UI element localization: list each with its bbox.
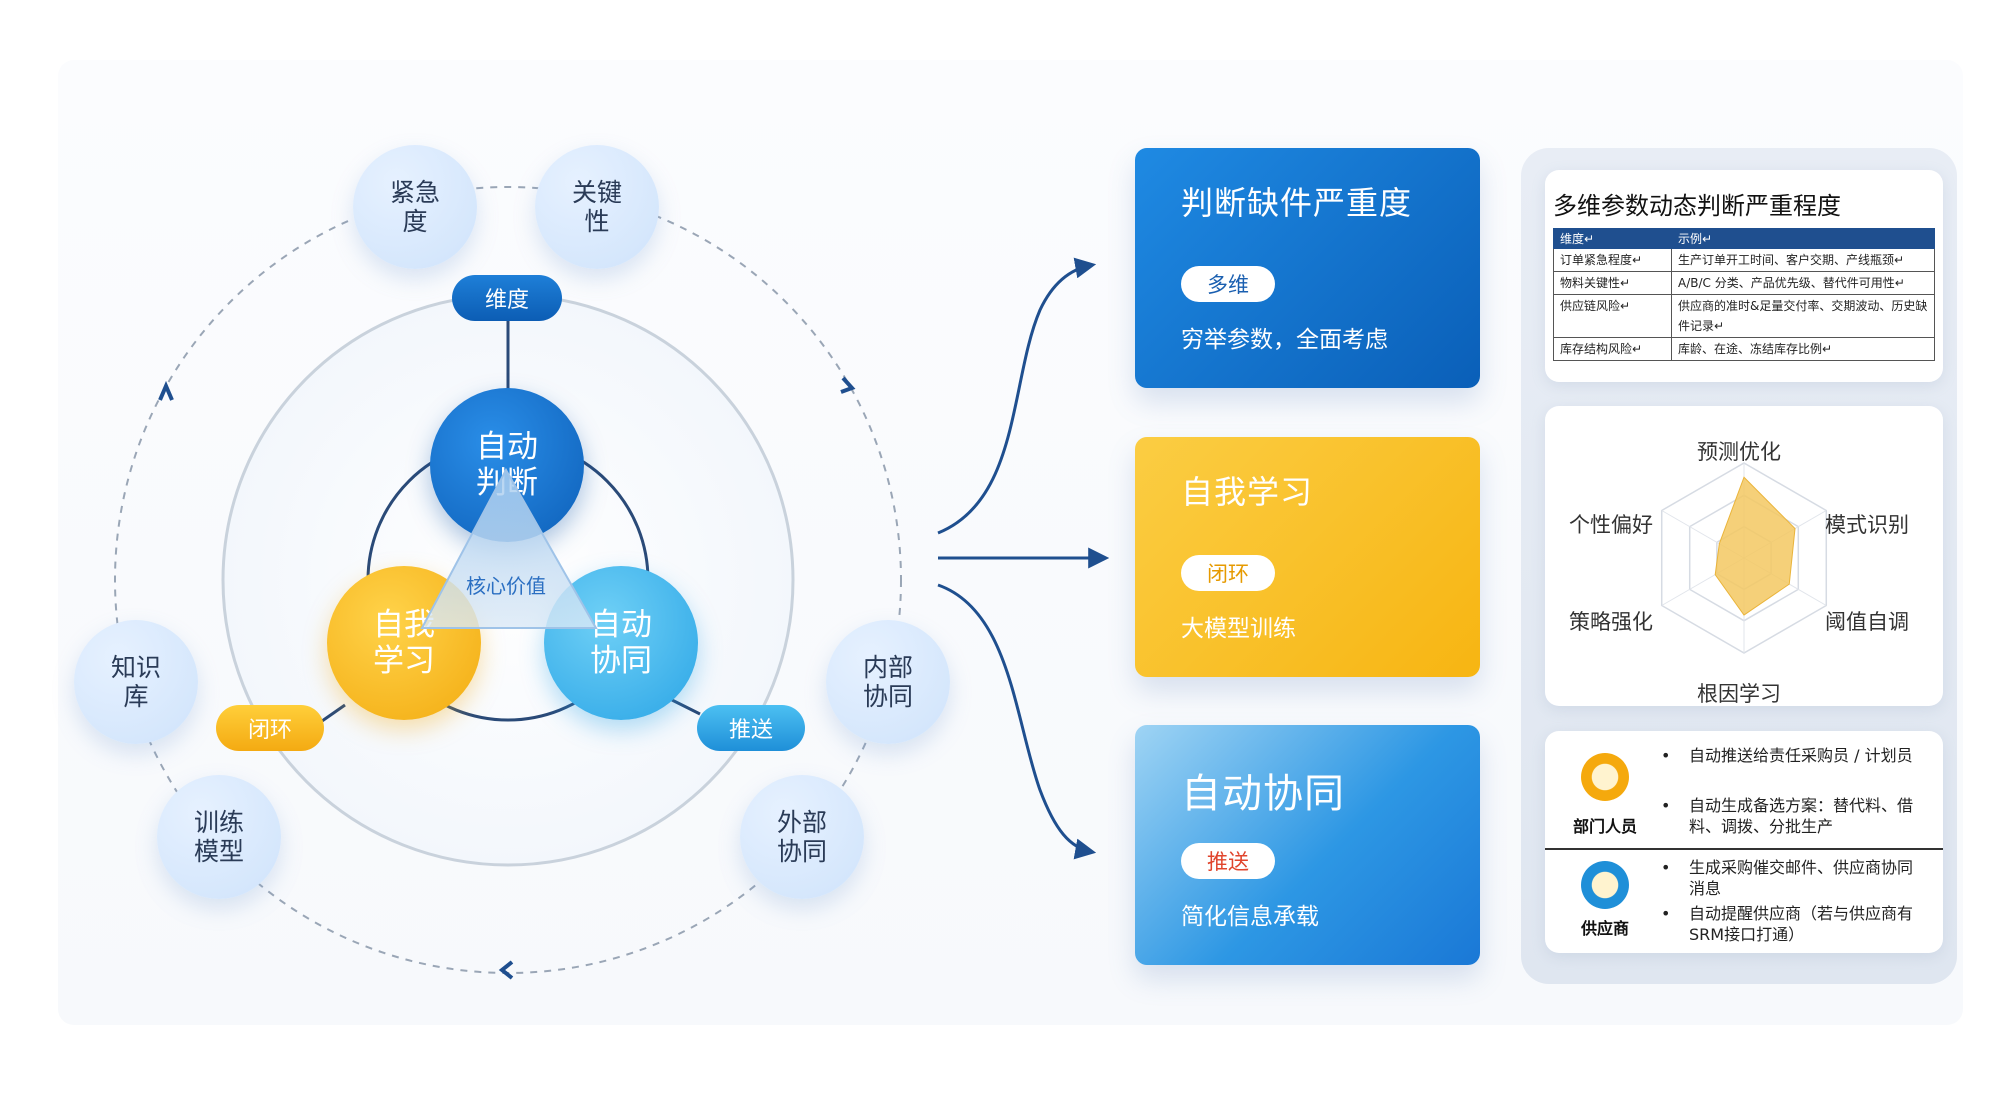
judge-card-desc: 穷举参数，全面考虑	[1181, 327, 1388, 353]
dimension-table: 维度↵ 示例↵ 订单紧急程度↵ 生产订单开工时间、客户交期、产线瓶颈↵ 物料关键…	[1553, 228, 1935, 361]
list-item-text: 自动推送给责任采购员 / 计划员	[1689, 746, 1913, 765]
criticality-bubble: 关键 性	[535, 145, 659, 269]
list-item: •自动生成备选方案：替代料、借料、调拨、分批生产	[1661, 796, 1914, 836]
judge-card-tag: 多维	[1181, 266, 1275, 302]
example-header-cell: 示例↵	[1671, 228, 1935, 249]
learn-card-title: 自我学习	[1181, 473, 1314, 511]
staff-avatar-icon	[1581, 753, 1629, 801]
learn-card-tag: 闭环	[1181, 555, 1275, 591]
dimension-box: 多维参数动态判断严重程度 维度↵ 示例↵ 订单紧急程度↵ 生产订单开工时间、客户…	[1545, 170, 1943, 382]
dimension-pill: 维度	[452, 275, 562, 321]
radar-chart	[1660, 462, 1828, 654]
right-panel: 多维参数动态判断严重程度 维度↵ 示例↵ 订单紧急程度↵ 生产订单开工时间、客户…	[1521, 148, 1957, 984]
radar-label: 预测优化	[1697, 440, 1781, 464]
table-cell: A/B/C 分类、产品优先级、替代件可用性↵	[1671, 271, 1935, 295]
closed-loop-pill: 闭环	[216, 705, 324, 751]
knowledge-base-bubble: 知识 库	[74, 620, 198, 744]
collab-card-desc: 简化信息承载	[1181, 904, 1319, 930]
urgency-bubble: 紧急 度	[353, 145, 477, 269]
list-item-text: 自动生成备选方案：替代料、借料、调拨、分批生产	[1689, 796, 1914, 836]
table-row: 订单紧急程度↵ 生产订单开工时间、客户交期、产线瓶颈↵	[1553, 248, 1935, 272]
table-cell: 供应商的准时&足量交付率、交期波动、历史缺件记录↵	[1671, 294, 1935, 338]
supplier-avatar-icon	[1581, 861, 1629, 909]
ring-arrow-top-left	[158, 380, 174, 401]
radar-value-area	[1714, 476, 1796, 616]
table-cell: 供应链风险↵	[1553, 294, 1672, 338]
list-item: •自动推送给责任采购员 / 计划员	[1661, 746, 1913, 765]
collab-card: 自动协同 推送 简化信息承载	[1135, 725, 1480, 965]
table-cell: 生产订单开工时间、客户交期、产线瓶颈↵	[1671, 248, 1935, 272]
judge-card-title: 判断缺件严重度	[1181, 184, 1413, 222]
self-learning-circle: 自我 学习	[327, 566, 481, 720]
table-cell: 库龄、在途、冻结库存比例↵	[1671, 337, 1935, 361]
list-item: •生成采购催交邮件、供应商协同消息	[1661, 858, 1914, 898]
collab-card-title: 自动协同	[1181, 771, 1345, 817]
table-cell: 库存结构风险↵	[1553, 337, 1672, 361]
supplier-role-name: 供应商	[1581, 919, 1630, 938]
external-collab-bubble: 外部 协同	[740, 775, 864, 899]
table-row: 物料关键性↵ A/B/C 分类、产品优先级、替代件可用性↵	[1553, 271, 1935, 295]
learn-card: 自我学习 闭环 大模型训练	[1135, 437, 1480, 677]
judge-card: 判断缺件严重度 多维 穷举参数，全面考虑	[1135, 148, 1480, 388]
radar-label: 个性偏好	[1569, 513, 1653, 537]
arrow-to-judge	[937, 257, 1097, 535]
collab-card-tag: 推送	[1181, 843, 1275, 879]
list-item-text: 生成采购催交邮件、供应商协同消息	[1689, 858, 1914, 898]
staff-role-name: 部门人员	[1573, 817, 1638, 836]
radar-label: 模式识别	[1825, 513, 1909, 537]
radar-label: 根因学习	[1697, 682, 1781, 706]
core-value-label: 核心价值	[466, 574, 546, 598]
dimension-table-header: 维度↵ 示例↵	[1553, 228, 1935, 249]
roles-divider	[1545, 848, 1943, 850]
ring-arrow-bottom	[498, 960, 514, 980]
push-pill: 推送	[697, 705, 805, 751]
list-item-text: 自动提醒供应商（若与供应商有SRM接口打通）	[1689, 904, 1914, 944]
list-item: •自动提醒供应商（若与供应商有SRM接口打通）	[1661, 904, 1914, 944]
push-connector	[671, 698, 701, 716]
roles-box: 部门人员 •自动推送给责任采购员 / 计划员 •自动生成备选方案：替代料、借料、…	[1545, 731, 1943, 953]
auto-judge-circle: 自动 判断	[430, 388, 584, 542]
auto-collab-circle: 自动 协同	[544, 566, 698, 720]
training-model-bubble: 训练 模型	[157, 775, 281, 899]
dimension-header-cell: 维度↵	[1553, 228, 1672, 249]
table-cell: 订单紧急程度↵	[1553, 248, 1672, 272]
arrow-to-collab	[937, 583, 1097, 860]
radar-label: 策略强化	[1569, 610, 1653, 634]
radar-label: 阈值自调	[1825, 610, 1909, 634]
ring-arrow-top-right	[840, 376, 856, 394]
internal-collab-bubble: 内部 协同	[826, 620, 950, 744]
table-row: 供应链风险↵ 供应商的准时&足量交付率、交期波动、历史缺件记录↵	[1553, 294, 1935, 338]
table-cell: 物料关键性↵	[1553, 271, 1672, 295]
learn-card-desc: 大模型训练	[1181, 616, 1296, 642]
table-row: 库存结构风险↵ 库龄、在途、冻结库存比例↵	[1553, 337, 1935, 361]
dimension-box-title: 多维参数动态判断严重程度	[1553, 192, 1841, 220]
radar-box: 预测优化 模式识别 阈值自调 根因学习 策略强化 个性偏好	[1545, 406, 1943, 706]
